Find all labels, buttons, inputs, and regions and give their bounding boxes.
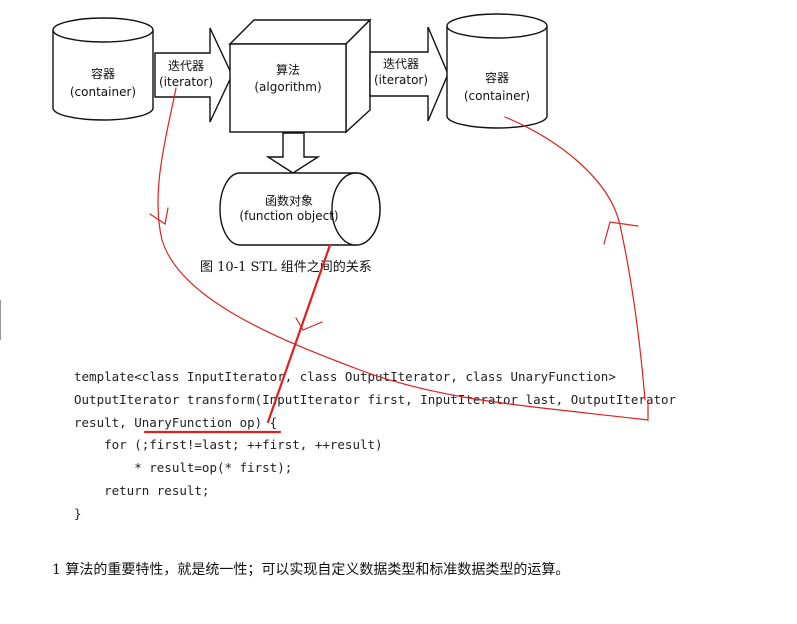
code-line: } — [74, 505, 82, 521]
code-line: * result=op(* first); — [74, 460, 293, 476]
container-left-subtitle: (container) — [70, 85, 136, 99]
function-object-title: 函数对象 — [265, 193, 313, 208]
code-line: result, UnaryFunction op) { — [74, 414, 278, 430]
container-right-title: 容器 — [485, 70, 509, 85]
algorithm-title: 算法 — [276, 62, 300, 77]
function-object-subtitle: (function object) — [239, 209, 338, 223]
code-line: OutputIterator transform(InputIterator f… — [74, 391, 677, 407]
code-line: template<class InputIterator, class Outp… — [74, 369, 616, 384]
figure-caption: 图 10-1 STL 组件之间的关系 — [200, 259, 372, 275]
iterator-left-title: 迭代器 — [168, 59, 204, 73]
code-block: template<class InputIterator, class Outp… — [74, 366, 676, 526]
container-left-cylinder — [52, 17, 154, 121]
container-right-subtitle: (container) — [464, 89, 530, 103]
iterator-right-title: 迭代器 — [383, 57, 419, 71]
algorithm-subtitle: (algorithm) — [254, 80, 321, 94]
container-left-title: 容器 — [91, 66, 115, 81]
stl-components-diagram: 容器 (container) 迭代器 (iterator) 算法 (algori… — [0, 13, 548, 340]
iterator-left-subtitle: (iterator) — [159, 75, 213, 89]
iterator-right-subtitle: (iterator) — [374, 73, 428, 87]
study-note: 1 算法的重要特性，就是统一性；可以实现自定义数据类型和标准数据类型的运算。 — [52, 562, 570, 578]
code-line: for (;first!=last; ++first, ++result) — [74, 437, 383, 453]
down-arrow — [265, 132, 321, 174]
code-line: return result; — [74, 482, 210, 498]
